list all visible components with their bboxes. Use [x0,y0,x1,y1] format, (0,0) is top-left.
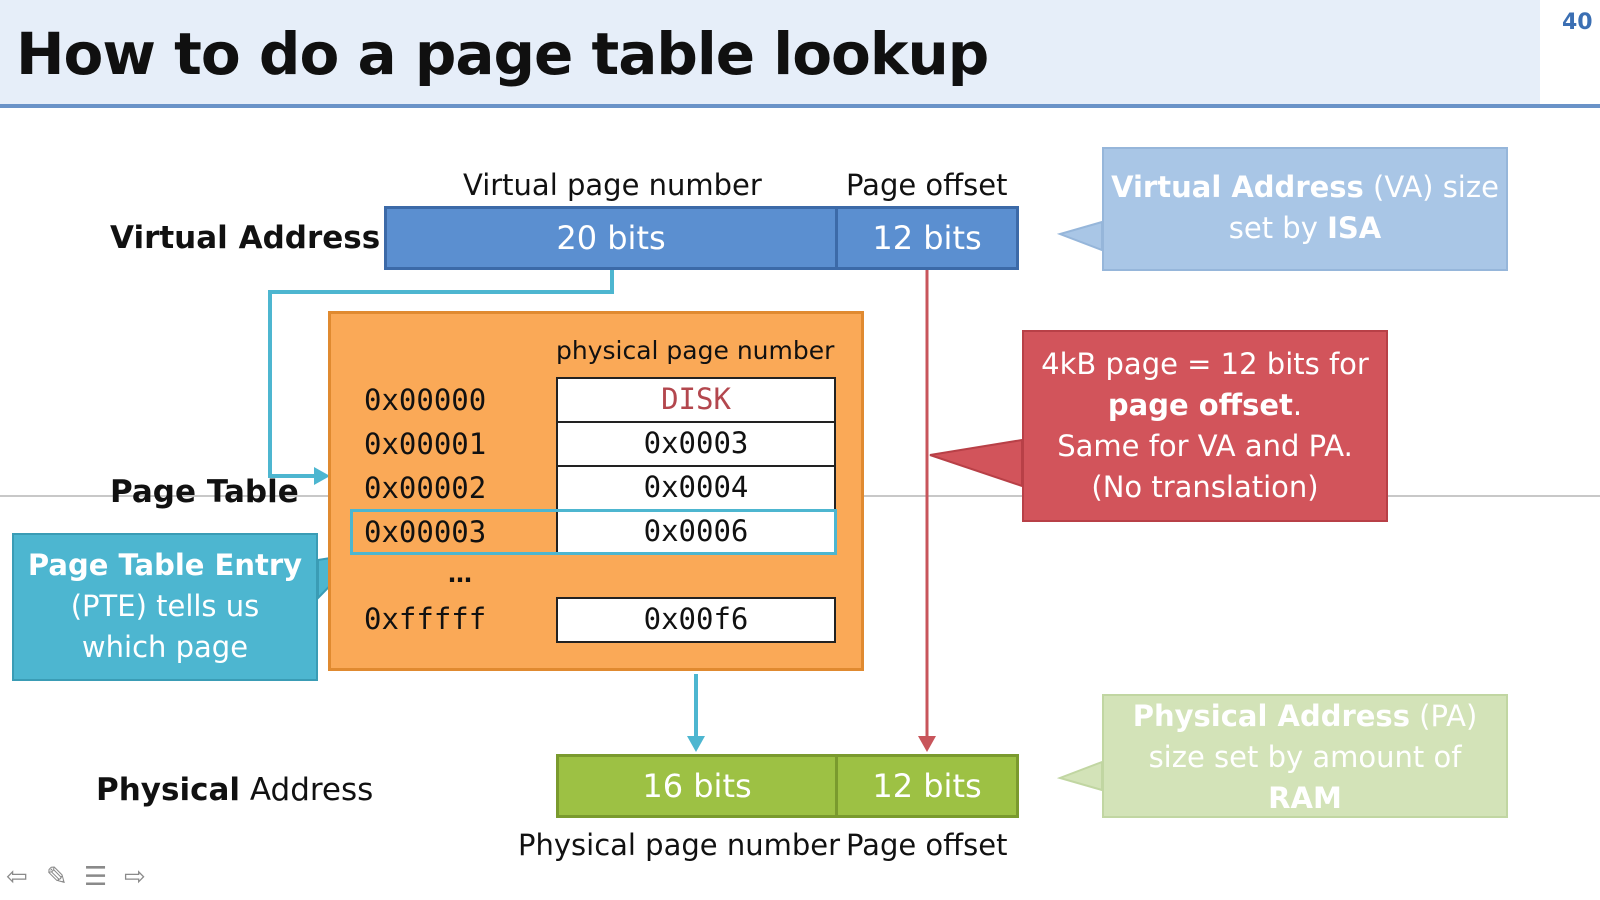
virtual-address-label: Virtual Address [110,220,381,256]
pt-index-last: 0xfffff [364,602,487,636]
offset-passthrough-arrowhead [918,736,936,752]
pte-callout: Page Table Entry (PTE) tells us which pa… [12,533,318,681]
pt-entry-3: 0x0006 [556,509,836,555]
pt-index-2: 0x00002 [364,471,487,505]
offset-note-line4: (No translation) [1091,470,1319,504]
va-size-callout: Virtual Address (VA) size set by ISA [1102,147,1508,271]
physical-address-label: Physical Address [96,772,373,808]
physical-label-rest: Address [240,772,374,808]
page-table-label: Page Table [110,474,299,510]
pa-callout-tail [1056,760,1103,792]
ppn-footer: Physical page number [518,828,841,862]
va-offset-header: Page offset [846,168,1008,202]
pa-callout-ram: RAM [1268,781,1342,815]
pa-size-callout: Physical Address (PA) size set by amount… [1102,694,1508,818]
pa-ppn-field: 16 bits [556,754,838,818]
slide-number: 40 [1562,10,1593,35]
pa-offset-field: 12 bits [835,754,1019,818]
pte-callout-line2: (PTE) tells us [70,589,260,623]
offset-note-line3: Same for VA and PA. [1057,429,1353,463]
next-arrow-icon[interactable]: ⇨ [124,862,146,892]
pte-callout-line3: which page [81,630,249,664]
pte-callout-bold: Page Table Entry [27,548,303,582]
offset-note-period: . [1292,388,1303,422]
va-callout-isa: ISA [1327,211,1382,245]
vpn-to-table-arrowhead [314,467,330,485]
slide-title: How to do a page table lookup [16,20,989,88]
offset-note-callout: 4kB page = 12 bits for page offset. Same… [1022,330,1388,522]
va-offset-field: 12 bits [835,206,1019,270]
pt-index-1: 0x00001 [364,427,487,461]
pt-entry-2: 0x0004 [556,465,836,511]
va-callout-rest: (VA) size [1363,170,1499,204]
offset-note-bold: page offset [1107,388,1293,422]
prev-arrow-icon[interactable]: ⇦ [6,862,28,892]
title-band [0,0,1540,106]
pt-entry-0: DISK [556,377,836,423]
physical-label-bold: Physical [96,772,240,808]
va-callout-tail [1056,220,1103,252]
pt-entry-last: 0x00f6 [556,597,836,643]
pa-callout-line2: size set by amount of [1148,740,1462,774]
va-callout-bold: Virtual Address [1111,170,1364,204]
pt-index-ellipsis: … [448,560,472,588]
pte-highlight [350,509,837,555]
offset-note-line1: 4kB page = 12 bits for [1041,347,1369,381]
pa-callout-bold: Physical Address [1132,699,1410,733]
pen-icon[interactable]: ✎ [46,862,68,892]
va-callout-line2: set by [1228,211,1328,245]
va-vpn-field: 20 bits [384,206,838,270]
pt-entry-1: 0x0003 [556,421,836,467]
pt-index-3: 0x00003 [364,515,487,549]
pa-callout-rest: (PA) [1409,699,1478,733]
vpn-to-table-arrow [268,270,614,478]
pa-offset-footer: Page offset [846,828,1008,862]
pt-index-0: 0x00000 [364,383,487,417]
title-rule [0,104,1600,108]
ppn-column-header: physical page number [556,336,835,365]
vpn-header: Virtual page number [463,168,762,202]
table-to-ppn-arrowhead [687,736,705,752]
offset-note-tail [929,438,1023,488]
menu-icon[interactable]: ☰ [84,862,108,892]
